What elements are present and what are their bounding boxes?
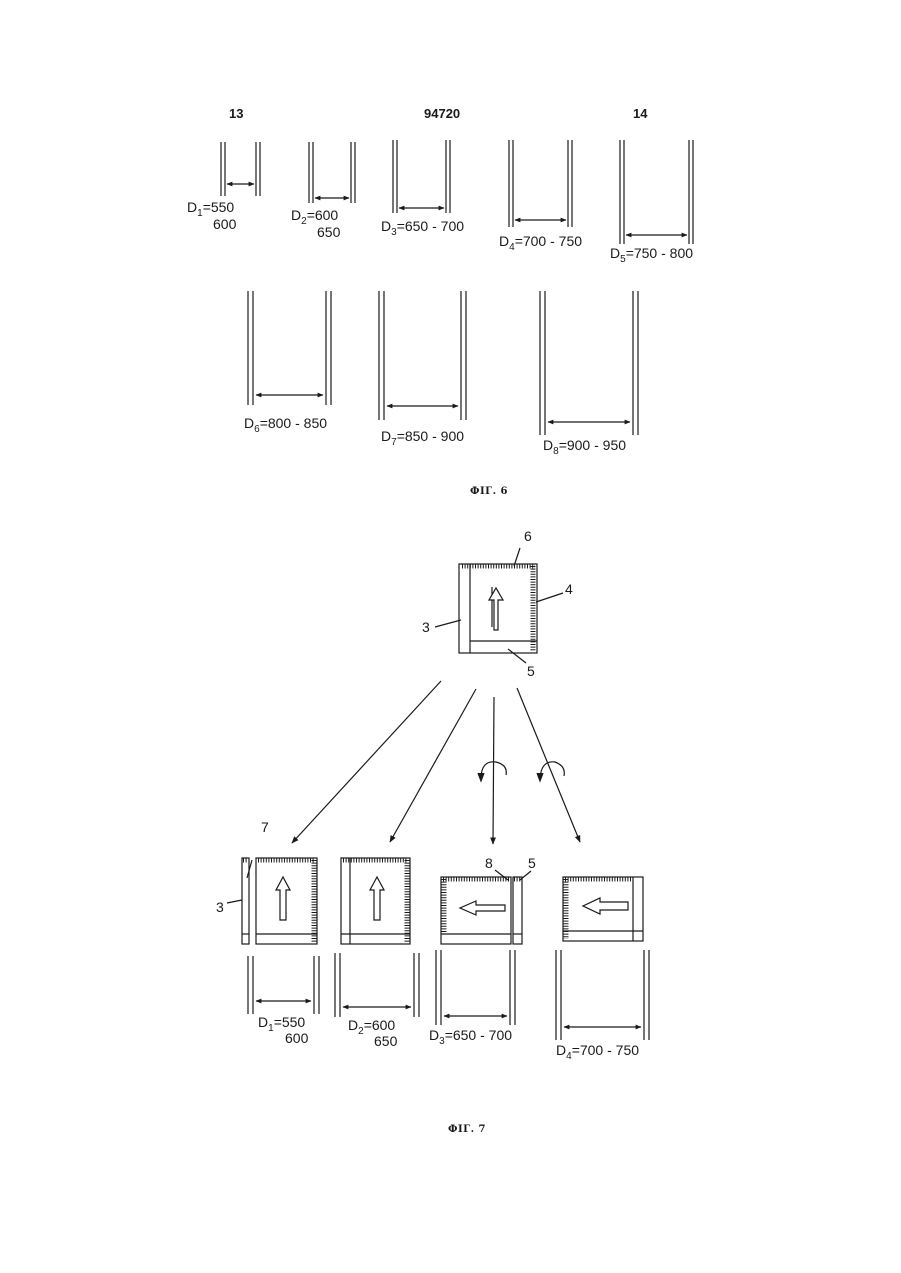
svg-text:8: 8: [485, 855, 493, 871]
svg-text:D7=850 - 900: D7=850 - 900: [381, 428, 464, 448]
fig6-tube-d1: [221, 142, 260, 196]
svg-text:D4=700 - 750: D4=700 - 750: [556, 1042, 639, 1062]
svg-text:650: 650: [374, 1033, 398, 1049]
svg-text:D6=800 - 850: D6=800 - 850: [244, 415, 327, 435]
fig6-labels: D1=550 600 D2=600 650 D3=650 - 700 D4=70…: [187, 199, 693, 457]
svg-text:600: 600: [213, 216, 237, 232]
fig6-tube-d2: [309, 142, 355, 203]
fig6-tube-d8: [540, 291, 638, 435]
svg-text:D4=700 - 750: D4=700 - 750: [499, 233, 582, 253]
fig6-tube-d7: [379, 291, 466, 420]
fig7-tube-d2: [335, 953, 419, 1017]
fig7-sheet-d3: [441, 870, 531, 944]
svg-text:7: 7: [261, 819, 269, 835]
svg-text:D3=650 - 700: D3=650 - 700: [429, 1027, 512, 1047]
fig7-sheet-d4: [563, 877, 643, 941]
fig7-tube-d1: [248, 956, 319, 1014]
fig6-tube-d6: [248, 291, 331, 405]
svg-text:600: 600: [285, 1030, 309, 1046]
figure-7-caption: ФІГ. 7: [448, 1124, 486, 1135]
fig7-source-sheet: [459, 564, 537, 653]
fig7-sheet-d2: [341, 858, 410, 944]
svg-text:6: 6: [524, 528, 532, 544]
svg-text:4: 4: [565, 581, 573, 597]
fig7-refs: 6 4 3 5 7 3 8 5: [216, 528, 573, 915]
svg-text:5: 5: [527, 663, 535, 679]
svg-text:650: 650: [317, 224, 341, 240]
fig6-tube-d3: [393, 140, 450, 213]
fig7-labels: D1=550 600 D2=600 650 D3=650 - 700 D4=70…: [258, 1014, 639, 1062]
figure-6-caption: ФІГ. 6: [470, 486, 508, 497]
fig7-tube-d4: [556, 950, 649, 1040]
svg-text:5: 5: [528, 855, 536, 871]
svg-text:D5=750 - 800: D5=750 - 800: [610, 245, 693, 265]
fig7-sheet-d1: [227, 858, 317, 944]
svg-text:3: 3: [422, 619, 430, 635]
svg-text:3: 3: [216, 899, 224, 915]
svg-text:D3=650 - 700: D3=650 - 700: [381, 218, 464, 238]
fig6-tube-d5: [620, 140, 693, 244]
fig6-tube-d4: [509, 140, 572, 227]
svg-text:D8=900 - 950: D8=900 - 950: [543, 437, 626, 457]
fig7-tube-d3: [436, 950, 515, 1025]
